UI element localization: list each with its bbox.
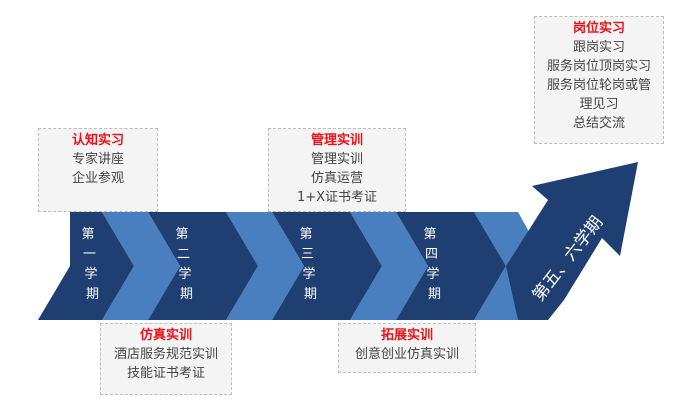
stage-label-char: 四 xyxy=(425,247,438,262)
stage-shape-3 xyxy=(272,212,382,320)
box-title: 拓展实训 xyxy=(380,328,433,343)
stage-shape-4 xyxy=(396,212,506,320)
box-line: 1+X证书考证 xyxy=(296,190,378,205)
box-line: 企业参观 xyxy=(71,171,124,186)
stage-label-char: 学 xyxy=(178,266,191,282)
box-line: 仿真运营 xyxy=(310,171,363,186)
box-line: 服务岗位顶岗实习 xyxy=(546,59,651,74)
annotation-box-2: 仿真实训酒店服务规范实训技能证书考证 xyxy=(100,323,232,395)
box-line: 专家讲座 xyxy=(71,152,124,167)
box-title: 岗位实习 xyxy=(572,21,625,36)
stage-label-char: 第 xyxy=(175,227,188,242)
stage-label-char: 期 xyxy=(180,287,193,302)
stage-label-char: 第 xyxy=(423,227,436,242)
box-line: 酒店服务规范实训 xyxy=(113,347,218,362)
box-line: 跟岗实习 xyxy=(572,40,625,55)
stage-label-char: 学 xyxy=(84,266,97,282)
stage-label-char: 第 xyxy=(81,227,94,242)
fold-connector xyxy=(226,212,304,320)
annotation-box-1: 认知实习专家讲座企业参观 xyxy=(38,128,158,212)
fold-connector xyxy=(350,212,428,320)
annotation-box-4: 拓展实训创意创业仿真实训 xyxy=(338,323,476,373)
stage-label-char: 期 xyxy=(86,287,99,302)
stage-shape-1 xyxy=(38,212,134,320)
stage-shape-2 xyxy=(148,212,258,320)
final-stage-arrow xyxy=(506,162,638,320)
stage-label-char: 学 xyxy=(302,266,315,282)
box-title: 仿真实训 xyxy=(139,328,192,343)
stage-label-char: 学 xyxy=(426,266,439,282)
box-line: 创意创业仿真实训 xyxy=(354,347,459,362)
stage-label-char: 三 xyxy=(301,247,314,262)
stage-label-char: 期 xyxy=(304,287,317,302)
fold-connector xyxy=(102,212,180,320)
box-line: 总结交流 xyxy=(572,116,625,131)
box-title: 认知实习 xyxy=(71,133,124,148)
box-line: 技能证书考证 xyxy=(126,366,205,381)
box-line: 管理实训 xyxy=(310,152,363,167)
box-line: 服务岗位轮岗或管 xyxy=(546,78,651,93)
box-title: 管理实训 xyxy=(310,133,363,148)
annotation-box-5: 岗位实习跟岗实习服务岗位顶岗实习服务岗位轮岗或管理见习总结交流 xyxy=(534,16,664,144)
stage-label-char: 二 xyxy=(177,247,190,262)
box-line: 理见习 xyxy=(579,97,619,112)
stage-label-char: 一 xyxy=(83,247,96,262)
stage-label-char: 期 xyxy=(428,287,441,302)
stage-label-char: 第 xyxy=(299,227,312,242)
